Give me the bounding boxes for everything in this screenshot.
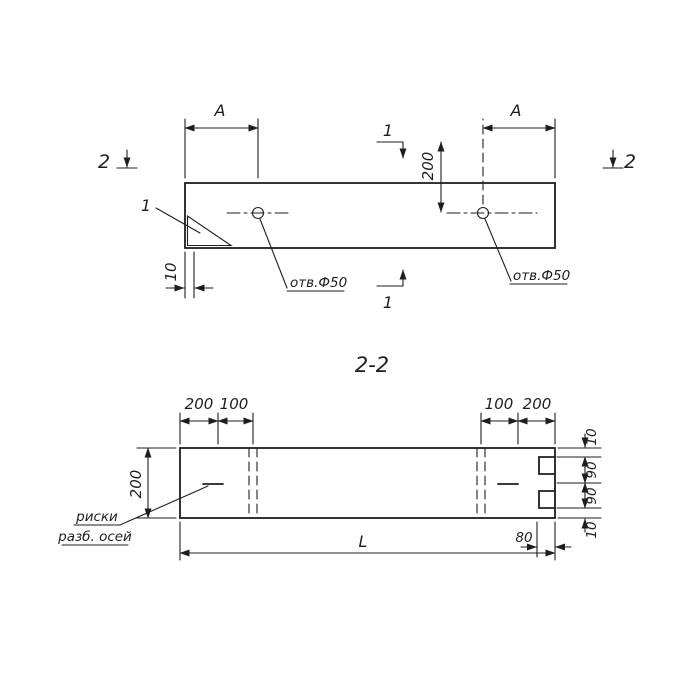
dim-right-stack: 10 90 90 10: [556, 428, 602, 539]
notch-upper: [538, 456, 556, 475]
dim-a-right: A: [482, 101, 556, 205]
dim-label-a-right: A: [510, 101, 522, 120]
dim-label-a-left: A: [214, 101, 226, 120]
section-cut-1-bottom: 1: [376, 269, 407, 312]
dim-a-left: A: [184, 101, 259, 179]
dim-label-200: 200: [127, 470, 145, 499]
dim-height-200: 200: [127, 447, 177, 519]
section-view: 2-2 200 20: [57, 353, 602, 561]
cut-number: 2: [98, 151, 110, 173]
section-title: 2-2: [355, 353, 389, 377]
dim-top-right: 100 200: [480, 395, 556, 445]
hole-note-left: отв.Ф50: [290, 275, 347, 291]
dim-label-90: 90: [584, 461, 600, 478]
hole-note-right: отв.Ф50: [513, 268, 570, 284]
plan-view: 1 A A 2 2 1: [98, 101, 636, 312]
beam-outline-plan: [184, 182, 556, 249]
detail-callout-1: 1: [141, 196, 201, 234]
hole-circle: [251, 206, 265, 220]
dim-label-200: 200: [185, 395, 214, 413]
dim-label-90: 90: [584, 487, 600, 504]
section-cut-2-right: 2: [602, 149, 636, 173]
axes-note-line1: риски: [75, 509, 118, 525]
edge-notches: [538, 456, 556, 509]
hole-right: отв.Ф50: [446, 206, 570, 285]
dim-10-edge: 10: [162, 251, 214, 299]
notch-lower: [538, 490, 556, 509]
leader-line: [155, 207, 201, 234]
section-cut-1-top: 1: [376, 121, 407, 159]
axes-note: риски разб. осей: [57, 485, 209, 546]
hole-left: отв.Ф50: [226, 206, 347, 292]
hole-circle: [476, 206, 490, 220]
cut-number: 1: [383, 293, 393, 312]
axes-note-line2: разб. осей: [57, 529, 132, 545]
dim-label-100: 100: [220, 395, 249, 413]
dim-200-offset: 200: [419, 141, 445, 213]
detail-number: 1: [141, 196, 151, 215]
dim-label-200: 200: [419, 152, 437, 181]
dim-label-100: 100: [485, 395, 514, 413]
cut-number: 1: [383, 121, 393, 140]
dim-top-left: 200 100: [179, 395, 254, 445]
leader-line: [484, 218, 512, 282]
dim-length-l: L: [179, 521, 556, 561]
dim-label-10: 10: [162, 262, 180, 281]
dim-label-200: 200: [523, 395, 552, 413]
dim-label-10: 10: [584, 521, 600, 538]
cut-number: 2: [624, 151, 636, 173]
leader-line: [259, 218, 288, 289]
dim-label-10: 10: [584, 428, 600, 445]
dim-notch-80: 80: [515, 521, 572, 558]
dim-label-l: L: [359, 532, 368, 551]
dim-label-80: 80: [515, 530, 532, 546]
hidden-hole-lines: [248, 447, 486, 519]
section-cut-2-left: 2: [98, 149, 138, 173]
leader-line: [119, 485, 209, 526]
beam-outline-section: [179, 447, 556, 519]
corner-gusset: [186, 214, 233, 247]
